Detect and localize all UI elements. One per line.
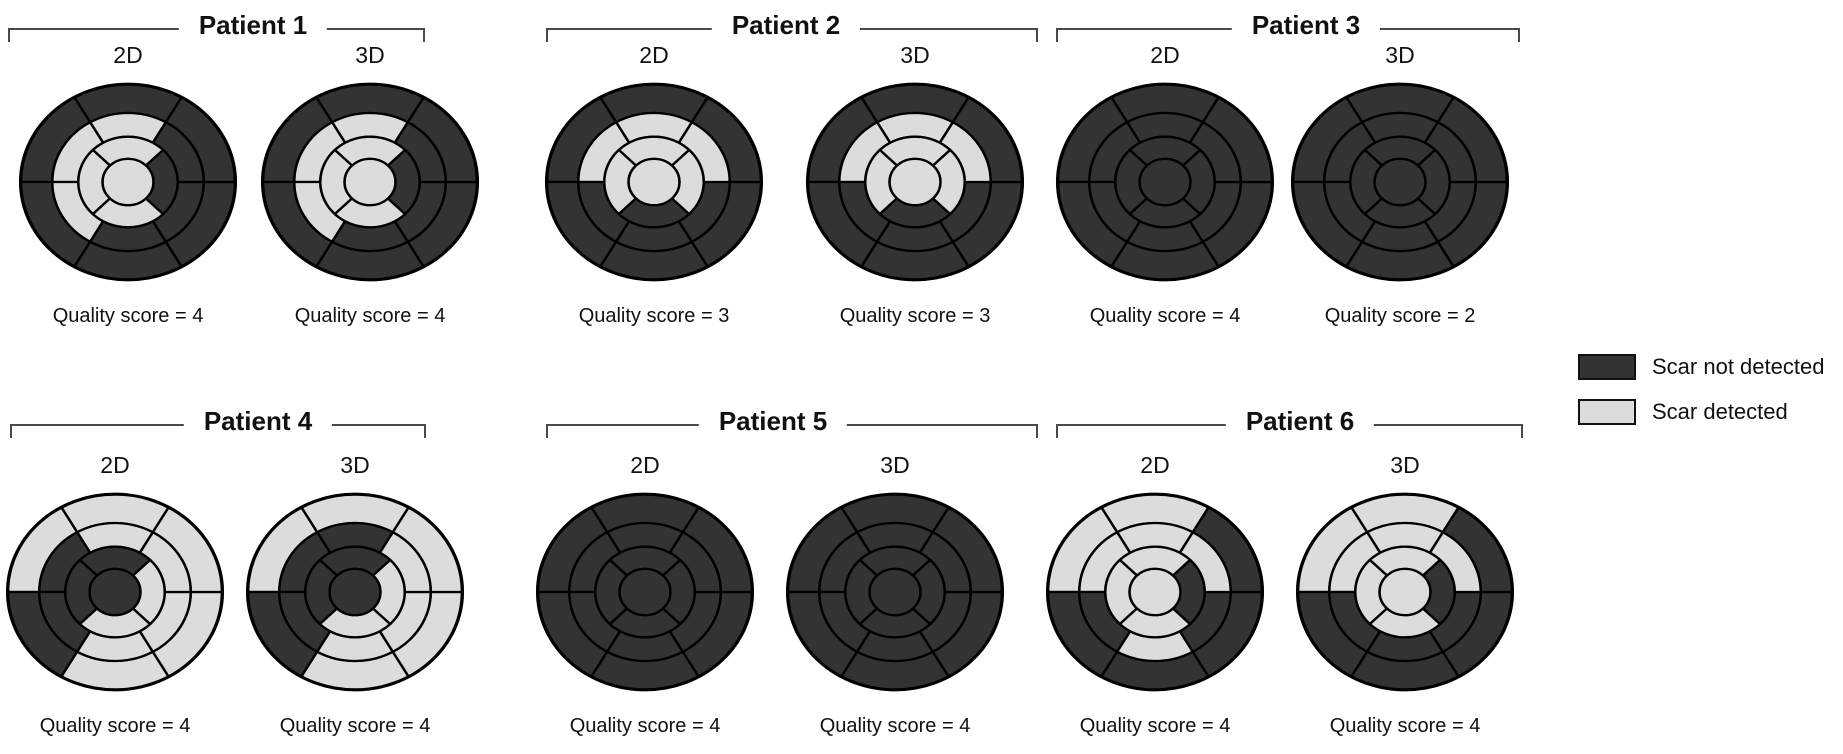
bullseye-plot-patient3-3d [1289,80,1511,284]
bullseye-plot-patient4-3d [244,490,466,694]
view-label-3d: 3D [1390,452,1420,478]
bullseye-plot-patient6-2d [1044,490,1266,694]
panel-patient4-3d: 3D Quality score = 4 [238,452,472,738]
quality-score-patient2-3d: Quality score = 3 [839,305,991,327]
view-label-3d: 3D [355,42,385,68]
patient6-title: Patient 6 [1225,405,1375,437]
panel-patient5-2d: 2D Quality score = 4 [528,452,762,738]
legend-item-scar-detected: Scar detected [1578,399,1788,425]
panel-patient1-3d: 3D Quality score = 4 [253,42,487,328]
panel-patient6-2d: 2D Quality score = 4 [1038,452,1272,738]
panel-patient1-2d: 2D Quality score = 4 [11,42,245,328]
bullseye-plot-patient1-3d [259,80,481,284]
patient4-title: Patient 4 [183,405,333,437]
quality-score-patient5-2d: Quality score = 4 [569,715,721,737]
view-label-2d: 2D [113,42,143,68]
panel-patient6-3d: 3D Quality score = 4 [1288,452,1522,738]
legend-swatch-scar-detected [1578,399,1636,425]
legend-swatch-scar-not-detected [1578,354,1636,380]
patient3-title: Patient 3 [1231,9,1381,41]
bullseye-plot-patient6-3d [1294,490,1516,694]
view-label-3d: 3D [1385,42,1415,68]
panel-patient3-3d: 3D Quality score = 2 [1283,42,1517,328]
quality-score-patient3-2d: Quality score = 4 [1089,305,1241,327]
bullseye-plot-patient5-2d [534,490,756,694]
quality-score-patient5-3d: Quality score = 4 [819,715,971,737]
view-label-3d: 3D [880,452,910,478]
panel-patient4-2d: 2D Quality score = 4 [0,452,232,738]
bullseye-plot-patient2-2d [543,80,765,284]
bullseye-plot-patient2-3d [804,80,1026,284]
panel-patient3-2d: 2D Quality score = 4 [1048,42,1282,328]
patient5-title: Patient 5 [698,405,848,437]
legend-item-scar-not-detected: Scar not detected [1578,354,1824,380]
legend-label-scar-not-detected: Scar not detected [1652,354,1825,379]
legend-label-scar-detected: Scar detected [1652,399,1788,424]
panel-patient5-3d: 3D Quality score = 4 [778,452,1012,738]
panel-patient2-2d: 2D Quality score = 3 [537,42,771,328]
bullseye-plot-patient5-3d [784,490,1006,694]
view-label-2d: 2D [1140,452,1170,478]
bullseye-plot-patient3-2d [1054,80,1276,284]
quality-score-patient4-2d: Quality score = 4 [39,715,191,737]
quality-score-patient4-3d: Quality score = 4 [279,715,431,737]
quality-score-patient3-3d: Quality score = 2 [1324,305,1476,327]
patient2-title: Patient 2 [711,9,861,41]
view-label-2d: 2D [630,452,660,478]
view-label-3d: 3D [900,42,930,68]
view-label-2d: 2D [639,42,669,68]
view-label-2d: 2D [100,452,130,478]
view-label-3d: 3D [340,452,370,478]
patient1-title: Patient 1 [178,9,328,41]
bullseye-plot-patient4-2d [4,490,226,694]
quality-score-patient1-2d: Quality score = 4 [52,305,204,327]
bullseye-plot-patient1-2d [17,80,239,284]
panel-patient2-3d: 3D Quality score = 3 [798,42,1032,328]
quality-score-patient6-2d: Quality score = 4 [1079,715,1231,737]
quality-score-patient6-3d: Quality score = 4 [1329,715,1481,737]
quality-score-patient1-3d: Quality score = 4 [294,305,446,327]
quality-score-patient2-2d: Quality score = 3 [578,305,730,327]
view-label-2d: 2D [1150,42,1180,68]
